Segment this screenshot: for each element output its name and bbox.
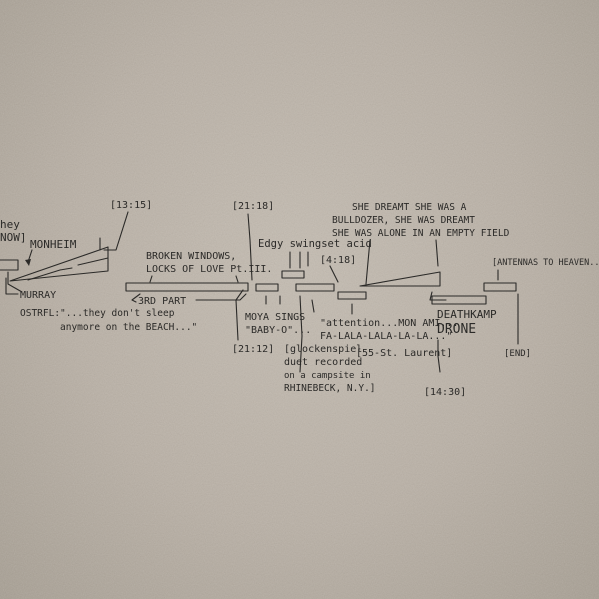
label-ostrfl-2: anymore on the BEACH..."	[60, 322, 197, 333]
label-glock-2: duet recorded	[284, 357, 362, 368]
timestamp-2112: [21:12]	[232, 344, 274, 355]
label-broken-windows-2: LOCKS OF LOVE Pt.III.	[146, 264, 272, 275]
label-dreamt-3: SHE WAS ALONE IN AN EMPTY FIELD	[332, 228, 510, 239]
label-dreamt-2: BULLDOZER, SHE WAS DREAMT	[332, 215, 475, 226]
label-glock-3: on a campsite in	[284, 371, 371, 381]
label-attention-1: "attention...MON AMI...	[320, 318, 458, 329]
label-3rd-part: 3RD PART	[138, 296, 186, 307]
label-they-now-1: hey	[0, 218, 20, 231]
label-ostrfl-1: OSTRFL:"...they don't sleep	[20, 308, 175, 319]
bulldozer-segment: SHE DREAMT SHE WAS A BULLDOZER, SHE WAS …	[332, 202, 510, 301]
label-dreamt-1: SHE DREAMT SHE WAS A	[352, 202, 467, 213]
broken-windows-segment: BROKEN WINDOWS, LOCKS OF LOVE Pt.III. 3R…	[125, 251, 274, 355]
murray-ostrfl-segment: MURRAY OSTRFL:"...they don't sleep anymo…	[5, 277, 197, 333]
edgy-swingset-segment: Edgy swingset acid [4:18]	[258, 238, 372, 373]
deathkamp-segment: DEATHKAMP DRONE [14:30]	[424, 295, 497, 398]
label-broken-windows-1: BROKEN WINDOWS,	[146, 251, 236, 262]
label-attention-2: FA-LALA-LALA-LA-LA..."	[320, 331, 452, 342]
timestamp-1430: [14:30]	[424, 387, 466, 398]
label-antennas: [ANTENNAS TO HEAVEN...]	[492, 258, 599, 268]
moya-segment: [21:18] MOYA SINGS "BABY-O"...	[232, 201, 311, 336]
label-glock-4: RHINEBECK, N.Y.]	[284, 383, 376, 394]
label-drone: DRONE	[437, 322, 476, 337]
label-they-now-2: NOW]	[0, 231, 27, 244]
timestamp-1315: [13:15]	[110, 200, 152, 211]
label-baby-o: "BABY-O"...	[245, 325, 311, 336]
label-deathkamp: DEATHKAMP	[437, 308, 497, 321]
label-end: [END]	[504, 349, 531, 359]
left-edge-block: hey NOW]	[0, 218, 27, 293]
antennas-segment: [ANTENNAS TO HEAVEN...] [END]	[483, 258, 599, 359]
label-glock-1: [glockenspiel	[284, 344, 362, 355]
label-moya-sings: MOYA SINGS	[245, 312, 305, 323]
label-edgy-swingset-acid: Edgy swingset acid	[258, 238, 372, 250]
attention-segment: "attention...MON AMI... FA-LALA-LALA-LA-…	[311, 299, 458, 359]
timestamp-top-mid: [21:18]	[232, 201, 274, 212]
glockenspiel-segment: [glockenspiel duet recorded on a campsit…	[284, 344, 376, 394]
monheim-segment: MONHEIM [13:15]	[9, 200, 152, 282]
timestamp-mid: [4:18]	[320, 255, 356, 266]
label-monheim: MONHEIM	[30, 238, 77, 251]
label-murray: MURRAY	[20, 290, 56, 301]
label-st-laurent: [55-St. Laurent]	[356, 348, 452, 359]
